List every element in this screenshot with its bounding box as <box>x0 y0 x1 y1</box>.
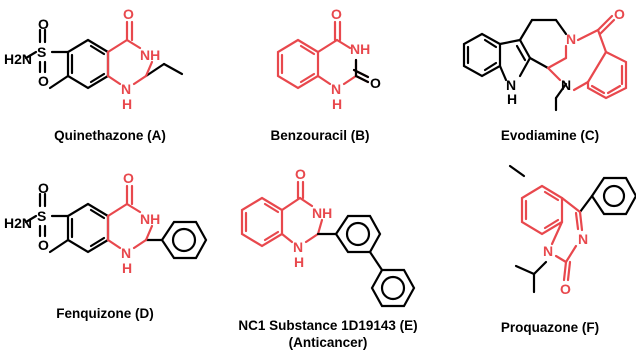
atom-n: N <box>331 81 341 97</box>
atom-o: O <box>38 237 49 253</box>
atom-h: H <box>507 91 517 107</box>
atom-n: N <box>506 77 516 93</box>
atom-s: S <box>37 208 46 224</box>
atom-h: H <box>332 96 342 112</box>
atom-n: N <box>566 31 576 47</box>
atom-nh: NH <box>350 41 370 57</box>
atom-o: O <box>123 170 134 186</box>
atom-o: O <box>38 16 49 32</box>
caption-evodiamine: Evodiamine (C) <box>500 128 600 143</box>
structure-proquazone: N N O <box>508 164 636 297</box>
atom-h: H <box>294 254 304 270</box>
atom-o: O <box>370 75 381 91</box>
atom-o: O <box>123 6 134 22</box>
structure-fenquizone: O NH N H O S O H2N <box>4 170 208 276</box>
caption-proquazone: Proquazone (F) <box>500 320 600 335</box>
atom-nh: NH <box>140 47 160 63</box>
atom-o: O <box>614 6 625 22</box>
atom-h: H <box>122 96 132 112</box>
caption-quinethazone: Quinethazone (A) <box>54 128 166 143</box>
atom-nh: NH <box>140 211 160 227</box>
atom-n: N <box>293 239 303 255</box>
atom-o: O <box>38 180 49 196</box>
atom-o: O <box>38 73 49 89</box>
structure-nc1-substance: O NH N H <box>240 166 416 308</box>
atom-h: H <box>122 260 132 276</box>
atom-n: N <box>561 77 571 93</box>
caption-benzouracil: Benzouracil (B) <box>270 128 370 143</box>
atom-nh: NH <box>312 205 332 221</box>
atom-n: N <box>578 231 588 247</box>
structure-quinethazone: O NH N H O S O H2N <box>4 6 184 112</box>
atom-n: N <box>121 81 131 97</box>
atom-n: N <box>543 243 553 259</box>
caption-fenquizone: Fenquizone (D) <box>56 306 154 321</box>
atom-o: O <box>331 6 342 22</box>
caption-nc1-note: (Anticancer) <box>288 335 368 350</box>
atom-h2n: H2N <box>4 51 32 67</box>
atom-o: O <box>560 281 571 297</box>
atom-n: N <box>121 245 131 261</box>
structure-evodiamine: N O N N H <box>462 6 628 112</box>
caption-nc1-substance: NC1 Substance 1D19143 (E) <box>238 318 418 333</box>
atom-s: S <box>37 44 46 60</box>
atom-o: O <box>295 166 306 182</box>
structure-benzouracil: O NH N H O <box>276 6 381 112</box>
atom-h2n: H2N <box>4 215 32 231</box>
